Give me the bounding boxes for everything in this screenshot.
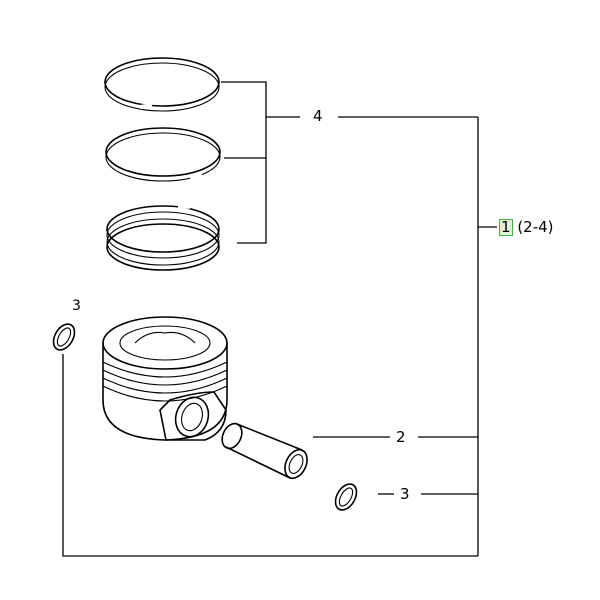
- piston-pin[interactable]: [218, 420, 311, 481]
- callout-snap-ring-left: 3: [72, 298, 81, 314]
- piston-body[interactable]: [102, 316, 228, 441]
- callout-snap-ring-right: 3: [398, 485, 412, 503]
- callout-assembly: 1 (2-4): [497, 218, 556, 236]
- snap-ring-right[interactable]: [331, 480, 361, 513]
- callout-pin: 2: [394, 428, 408, 446]
- leader-lines: [62, 81, 498, 557]
- assembly-number-link[interactable]: 1: [499, 218, 513, 236]
- piston-ring-top[interactable]: [104, 57, 220, 112]
- snap-ring-left[interactable]: [49, 320, 79, 353]
- piston-ring-middle[interactable]: [105, 127, 221, 182]
- callout-rings: 4: [311, 107, 325, 125]
- assembly-range: (2-4): [517, 218, 554, 236]
- piston-ring-oil[interactable]: [106, 204, 220, 271]
